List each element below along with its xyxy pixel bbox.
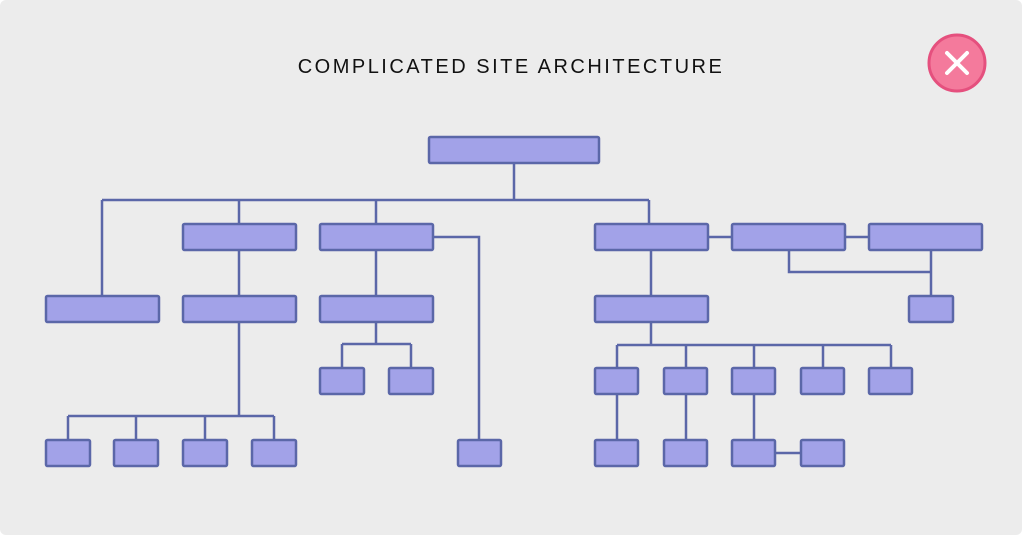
- page-node-b-child: [181, 294, 298, 324]
- page-node-b-leaf-1: [44, 438, 92, 468]
- page-node-d-sub-4: [799, 438, 846, 468]
- page-node-d-sub-2: [662, 438, 709, 468]
- page-node-c-child: [318, 294, 435, 324]
- page-node-level1-b: [181, 222, 298, 252]
- connector-line: [433, 235, 481, 440]
- page-node-c-leaf-1: [318, 366, 366, 396]
- close-button[interactable]: [927, 33, 987, 93]
- page-node-b-leaf-2: [112, 438, 160, 468]
- page-node-d-child: [593, 294, 710, 324]
- page-node-b-leaf-4: [250, 438, 298, 468]
- page-node-f-child: [907, 294, 955, 324]
- page-node-c-leaf-2: [387, 366, 435, 396]
- page-node-level1-f: [867, 222, 984, 252]
- page-node-d-leaf-3: [730, 366, 777, 396]
- page-node-d-leaf-1: [593, 366, 640, 396]
- page-node-d-leaf-4: [799, 366, 846, 396]
- diagram-title: COMPLICATED SITE ARCHITECTURE: [297, 56, 725, 78]
- page-node-d-sub-3: [730, 438, 777, 468]
- connectors: [66, 163, 933, 455]
- page-node-d-leaf-2: [662, 366, 709, 396]
- page-node-level1-d: [593, 222, 710, 252]
- nodes: [44, 135, 984, 468]
- page-node-root: [427, 135, 601, 165]
- page-node-level1-e: [730, 222, 847, 252]
- page-node-level1-a: [44, 294, 161, 324]
- close-icon: [927, 33, 987, 93]
- page-node-level1-c: [318, 222, 435, 252]
- connector-line: [787, 250, 931, 274]
- page-node-d-sub-1: [593, 438, 640, 468]
- page-node-b-leaf-3: [181, 438, 229, 468]
- page-node-c-far-leaf: [456, 438, 503, 468]
- page-node-d-leaf-5: [867, 366, 914, 396]
